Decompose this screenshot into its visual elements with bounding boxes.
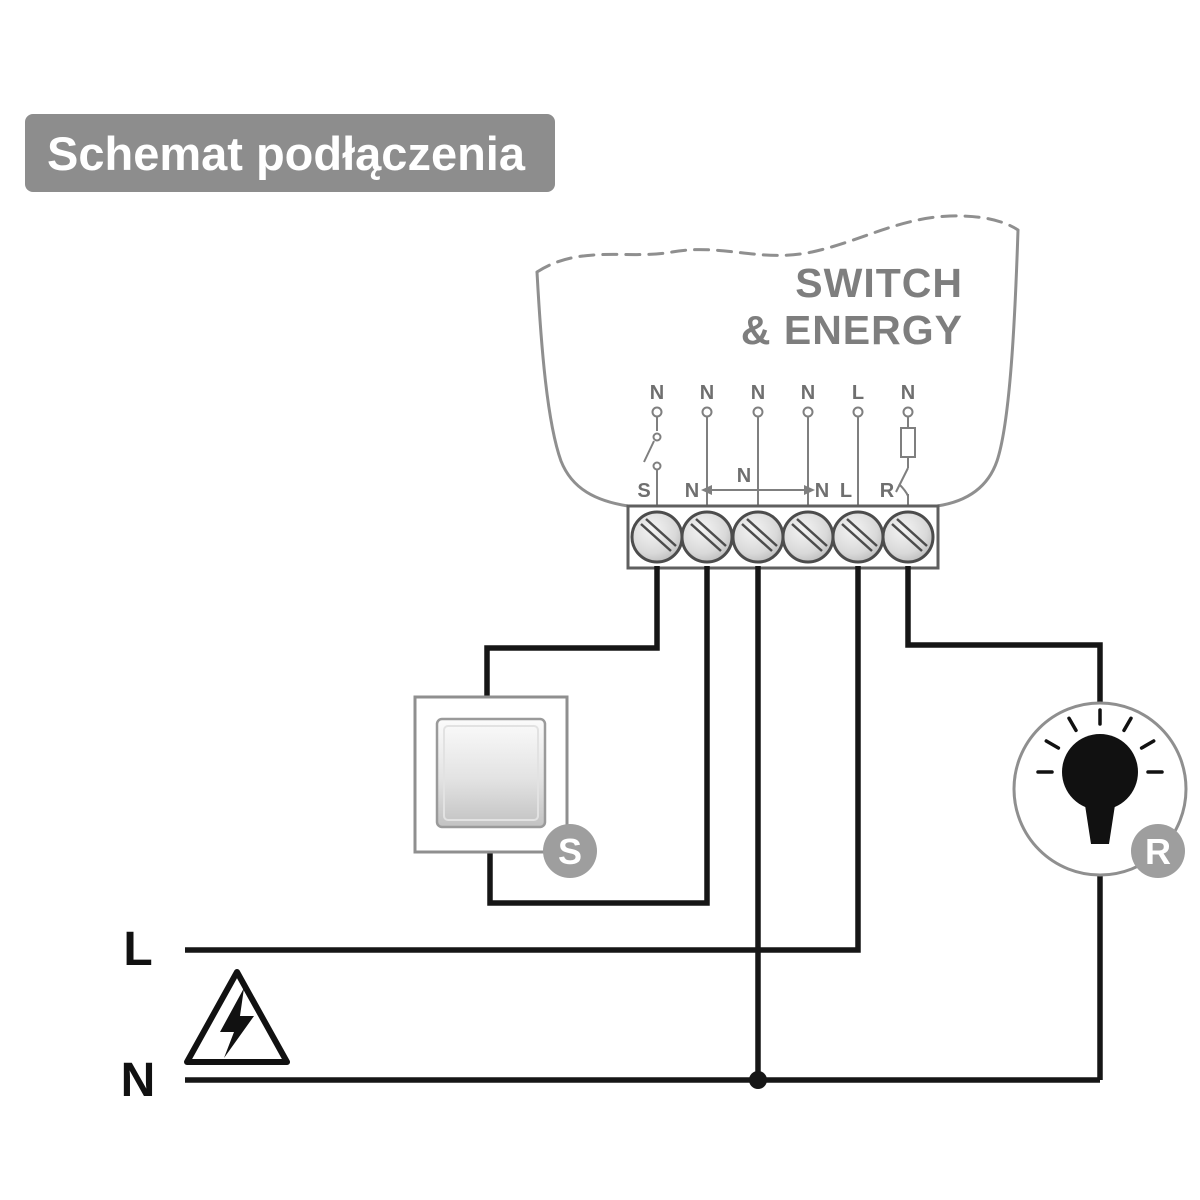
terminal-block bbox=[626, 504, 940, 570]
high-voltage-warning-icon bbox=[184, 969, 290, 1065]
pin-bottom-label-r: R bbox=[880, 480, 895, 502]
bridge-label-n: N bbox=[737, 465, 751, 487]
pin-bottom-label-s: S bbox=[637, 480, 650, 502]
bulb-icon bbox=[1036, 708, 1164, 844]
device-name-line1: SWITCH bbox=[795, 260, 963, 306]
lamp-badge: R bbox=[1131, 824, 1185, 878]
device-cut-edge bbox=[535, 214, 1020, 274]
live-label: L bbox=[123, 923, 152, 976]
internal-schematic: N N N N L N bbox=[637, 382, 916, 506]
wiring bbox=[185, 566, 1103, 1089]
pin-top-label-2: N bbox=[700, 382, 714, 404]
neutral-label: N bbox=[121, 1054, 156, 1107]
switch-badge-circle bbox=[543, 824, 597, 878]
device-right-edge bbox=[936, 229, 1020, 508]
wire-switch-return bbox=[487, 566, 710, 906]
switch-rocker bbox=[435, 717, 547, 829]
mains: L N bbox=[121, 923, 290, 1107]
node-4 bbox=[802, 406, 814, 418]
page-title: Schemat podłączenia bbox=[47, 127, 526, 180]
terminal-screw-2 bbox=[680, 510, 734, 564]
pin-bottom-label-n4: N bbox=[815, 480, 829, 502]
terminal-screw-4 bbox=[781, 510, 835, 564]
pin-bottom-label-l: L bbox=[840, 480, 852, 502]
terminal-screw-3 bbox=[731, 510, 785, 564]
node-5 bbox=[852, 406, 864, 418]
neutral-bridge-arrow bbox=[701, 485, 815, 495]
lamp-badge-letter: R bbox=[1145, 831, 1171, 872]
device-left-edge bbox=[535, 271, 629, 508]
pin-bottom-label-n2: N bbox=[685, 480, 699, 502]
node-1 bbox=[651, 406, 663, 418]
pin-top-label-1: N bbox=[650, 382, 664, 404]
relay-module: SWITCH & ENERGY bbox=[535, 214, 1020, 508]
pin-top-label-6: N bbox=[901, 382, 915, 404]
pin-top-label-5: L bbox=[852, 382, 864, 404]
switch-badge: S bbox=[543, 824, 597, 878]
lamp-badge-circle bbox=[1131, 824, 1185, 878]
device-name-line2: & ENERGY bbox=[741, 307, 963, 353]
light-fixture: R bbox=[1012, 701, 1188, 878]
title-banner: Schemat podłączenia bbox=[25, 114, 555, 192]
pin-top-label-3: N bbox=[751, 382, 765, 404]
switch-badge-letter: S bbox=[558, 831, 582, 872]
node-2 bbox=[701, 406, 713, 418]
terminal-screw-1 bbox=[630, 510, 684, 564]
relay-contact-symbol bbox=[895, 417, 916, 506]
wall-switch: S bbox=[413, 695, 597, 878]
title-background bbox=[25, 114, 555, 192]
input-switch-symbol bbox=[643, 417, 662, 506]
node-6 bbox=[902, 406, 914, 418]
wire-s-to-switch bbox=[484, 566, 660, 697]
pin-top-label-4: N bbox=[801, 382, 815, 404]
terminal-screw-5 bbox=[831, 510, 885, 564]
wire-r-to-lamp bbox=[905, 566, 1103, 704]
switch-rocker-bevel bbox=[443, 725, 539, 821]
junction-dot bbox=[749, 1071, 767, 1089]
wire-live-feed bbox=[185, 566, 861, 953]
node-3 bbox=[752, 406, 764, 418]
terminal-screw-6 bbox=[881, 510, 935, 564]
